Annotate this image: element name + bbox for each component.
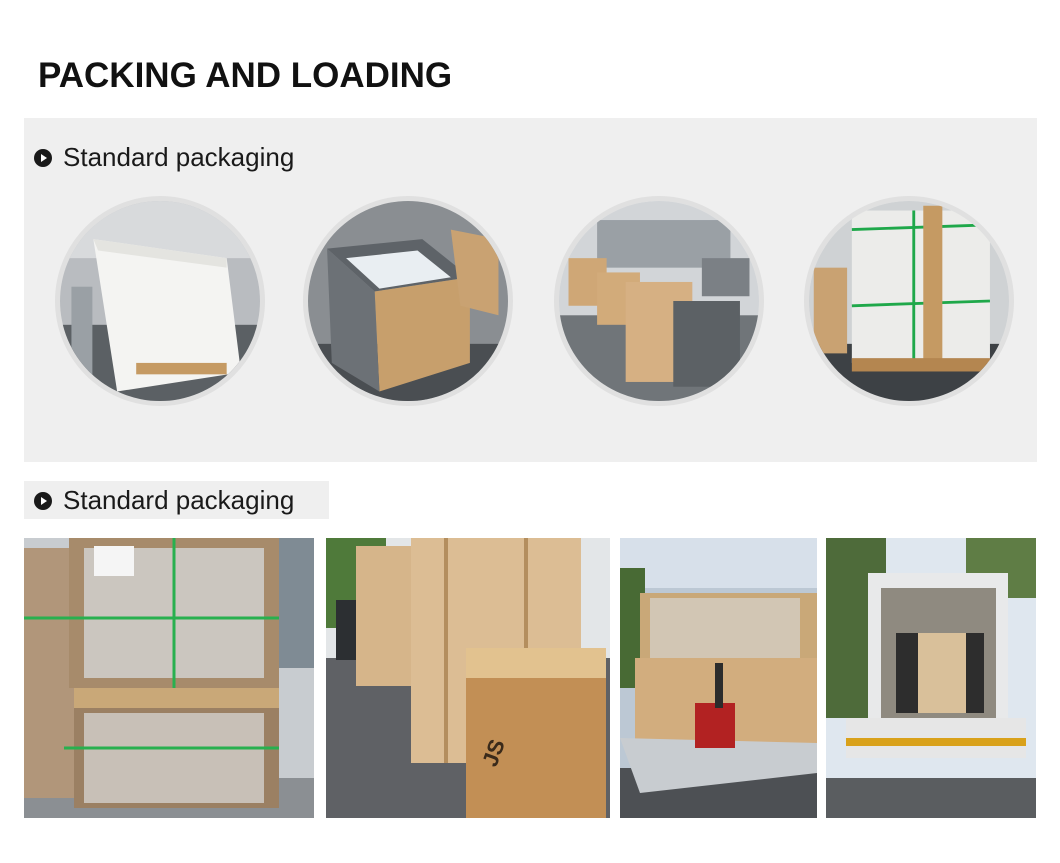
section-heading-1-label: Standard packaging (63, 142, 295, 172)
warehouse-row-photo (554, 196, 764, 406)
section-heading-2-label: Standard packaging (63, 485, 295, 515)
section-heading-1: Standard packaging (34, 142, 294, 173)
section-heading-2: Standard packaging (34, 485, 294, 516)
page-title: PACKING AND LOADING (38, 56, 453, 95)
pallet-stack-photo (24, 538, 314, 818)
packed-panel-photo (55, 196, 265, 406)
strapped-pallet-photo (804, 196, 1014, 406)
play-bullet-icon (34, 491, 52, 510)
play-bullet-icon (34, 148, 52, 167)
container-loading-photo (826, 538, 1036, 818)
wooden-crate-photo: JS (326, 538, 610, 818)
cabinet-crate-photo (303, 196, 513, 406)
section-heading-2-background (24, 481, 329, 519)
truck-tailgate-photo (620, 538, 817, 818)
